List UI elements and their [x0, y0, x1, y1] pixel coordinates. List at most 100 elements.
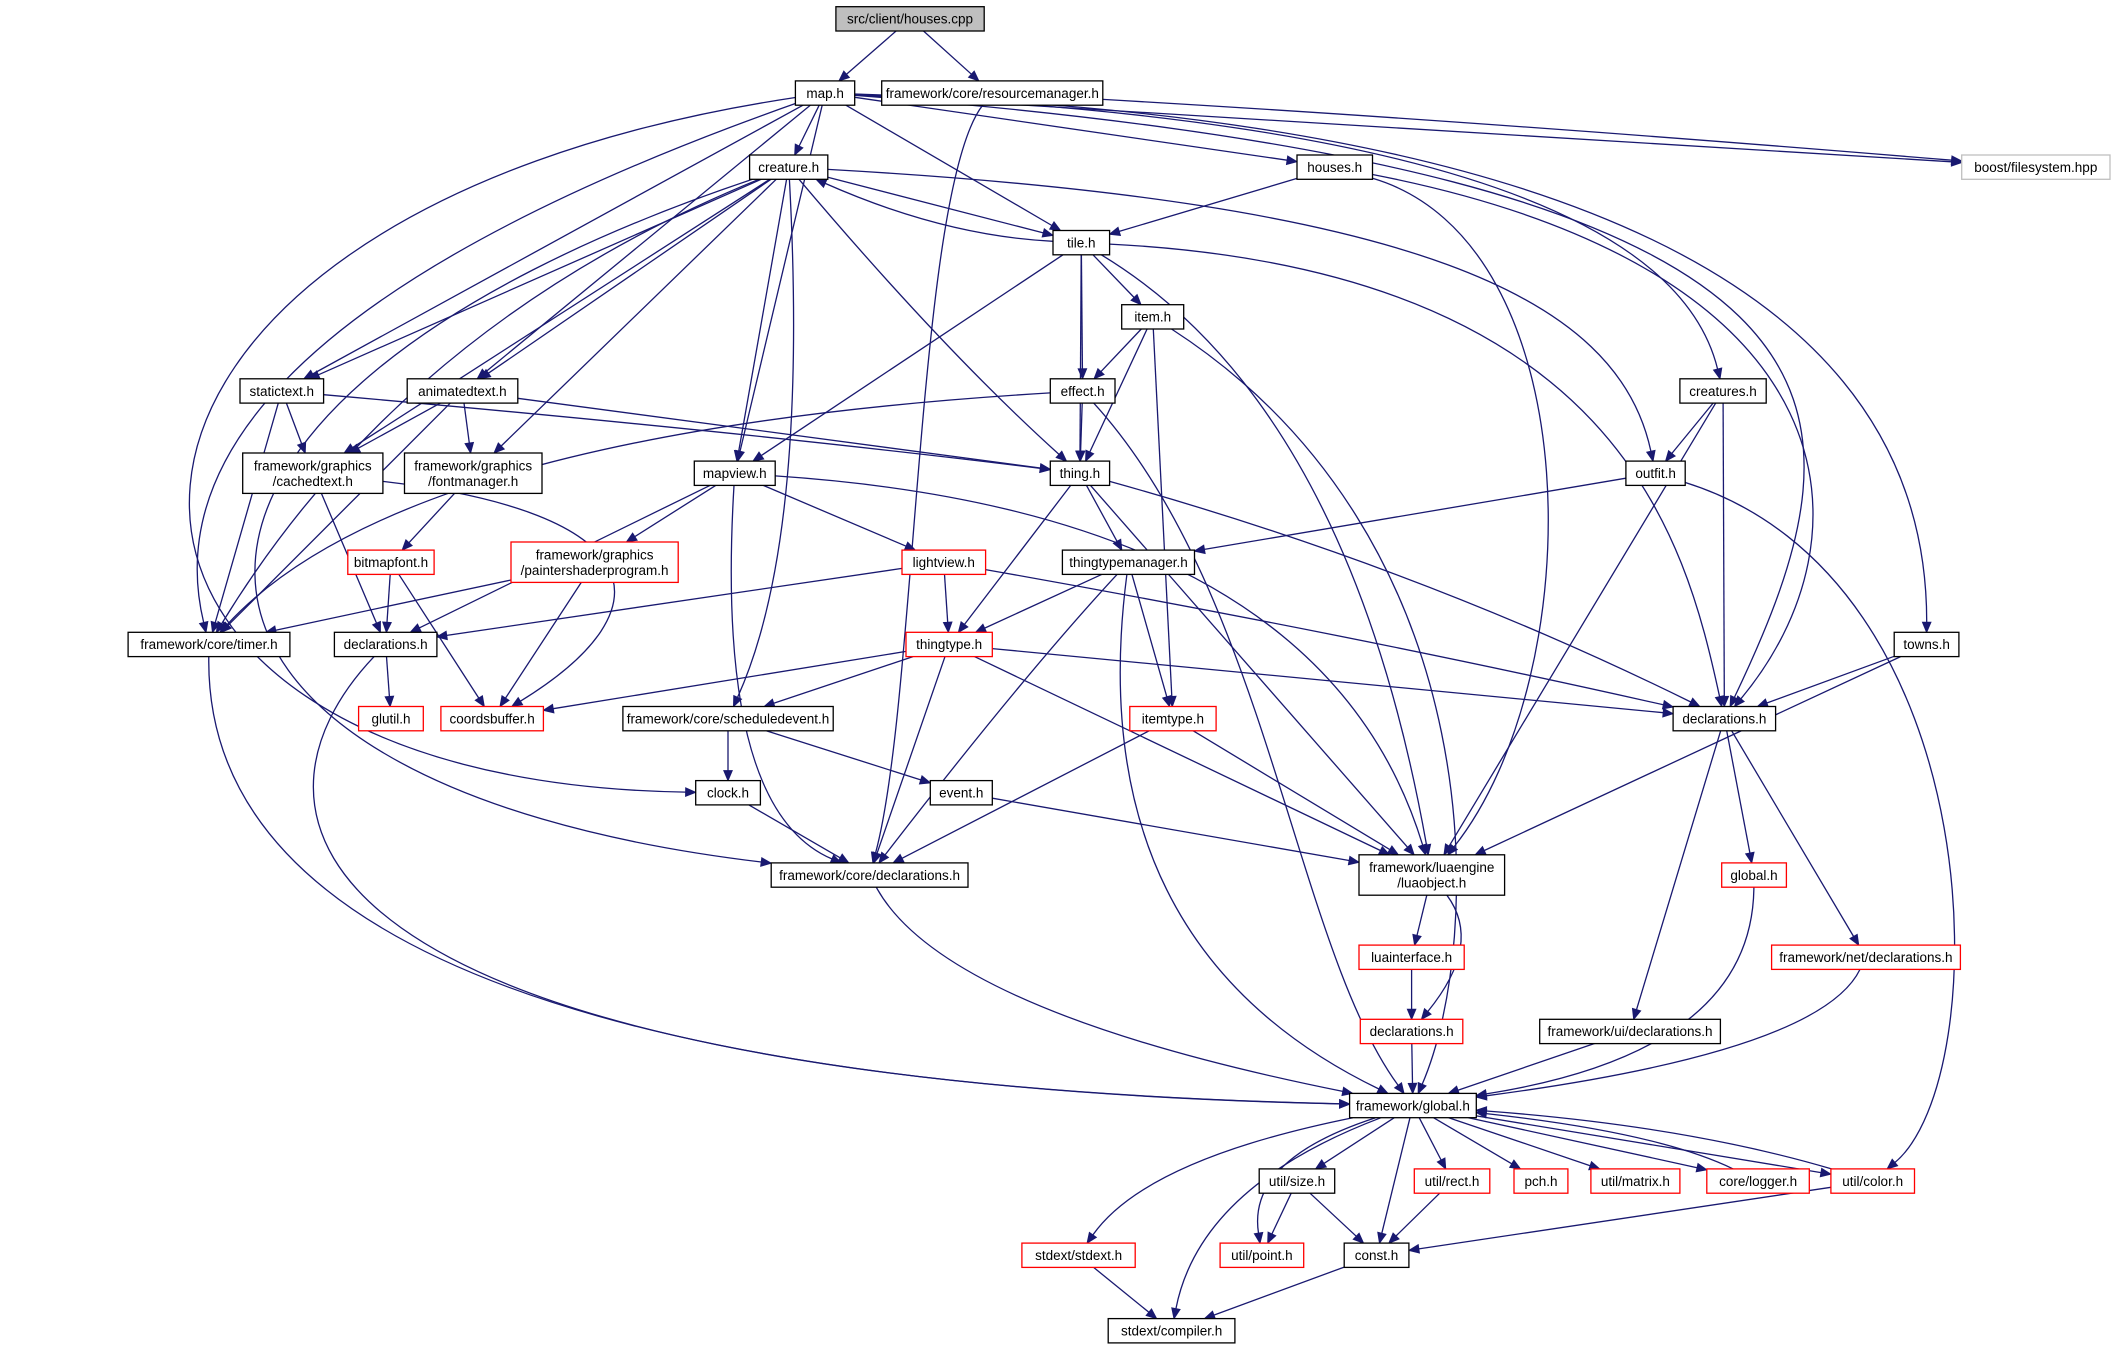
node-declarations-a[interactable]: declarations.h [333, 631, 438, 658]
edge-tile_h-to-effect_h [1077, 254, 1088, 381]
edge-line [1726, 730, 1751, 854]
node-compiler-h[interactable]: stdext/compiler.h [1107, 1317, 1236, 1344]
node-label: animatedtext.h [418, 384, 507, 399]
node-creatures-h[interactable]: creatures.h [1679, 378, 1767, 404]
arrowhead-icon [1377, 1231, 1387, 1245]
node-size-h[interactable]: util/size.h [1258, 1168, 1336, 1194]
node-label: framework/ui/declarations.h [1547, 1024, 1712, 1039]
node-timer-h[interactable]: framework/core/timer.h [127, 631, 291, 658]
node-label: effect.h [1061, 384, 1105, 399]
node-thingtypemanager-h[interactable]: thingtypemanager.h [1061, 549, 1196, 576]
node-resourcemanager-h[interactable]: framework/core/resourcemanager.h [881, 80, 1104, 106]
node-effect-h[interactable]: effect.h [1049, 378, 1116, 404]
edge-towns_h-to-luaobject_h [1474, 656, 1901, 856]
node-item-h[interactable]: item.h [1121, 304, 1185, 330]
edge-houses_cpp-to-map_h [838, 30, 897, 82]
node-map-h[interactable]: map.h [794, 80, 856, 106]
node-box [881, 80, 1104, 106]
node-box [1513, 1168, 1569, 1194]
node-bitmapfont-h[interactable]: bitmapfont.h [347, 549, 435, 576]
node-tile-h[interactable]: tile.h [1052, 229, 1111, 256]
arrowhead-icon [409, 623, 422, 633]
arrowhead-icon [1407, 1082, 1418, 1095]
edge-outfit_h-to-thingtypemanager_h [1193, 477, 1627, 555]
node-declarations-b[interactable]: declarations.h [1672, 705, 1777, 732]
edge-thingtype_h-to-coordsbuffer_h [542, 650, 907, 714]
edge-line [730, 485, 833, 860]
node-matrix-h[interactable]: util/matrix.h [1590, 1168, 1681, 1194]
edge-line [323, 394, 1041, 469]
edge-line [221, 178, 760, 625]
edge-line [312, 656, 1340, 1105]
node-point-h[interactable]: util/point.h [1219, 1242, 1305, 1269]
node-lightview-h[interactable]: lightview.h [901, 549, 987, 576]
node-creature-h[interactable]: creature.h [748, 154, 829, 180]
node-thing-h[interactable]: thing.h [1049, 460, 1111, 487]
node-label: framework/graphics [254, 458, 372, 473]
node-cachedtext-h[interactable]: framework/graphics/cachedtext.h [242, 452, 384, 495]
node-declarations-c[interactable]: declarations.h [1359, 1018, 1464, 1045]
node-luainterface-h[interactable]: luainterface.h [1358, 944, 1465, 971]
node-clock-h[interactable]: clock.h [695, 779, 762, 806]
node-global-h[interactable]: global.h [1721, 862, 1788, 888]
node-statictext-h[interactable]: statictext.h [239, 378, 325, 404]
edge-line [901, 730, 1150, 859]
arrowhead-icon [794, 143, 804, 157]
node-rect-h[interactable]: util/rect.h [1413, 1168, 1491, 1194]
node-label: global.h [1730, 868, 1777, 883]
node-box [1625, 460, 1686, 487]
node-pch-h[interactable]: pch.h [1513, 1168, 1569, 1194]
node-fw-global-h[interactable]: framework/global.h [1348, 1092, 1477, 1119]
node-outfit-h[interactable]: outfit.h [1625, 460, 1686, 487]
edge-line [854, 94, 1805, 698]
node-luaobject-h[interactable]: framework/luaengine/luaobject.h [1358, 854, 1506, 896]
node-const-h[interactable]: const.h [1343, 1242, 1410, 1269]
node-ui-declarations-h[interactable]: framework/ui/declarations.h [1539, 1018, 1722, 1045]
node-box [1679, 378, 1767, 404]
edge-effect_h-to-timer_h [219, 392, 1051, 634]
edge-ui_declarations_h-to-fw_global_h [1447, 1042, 1595, 1095]
edge-line [1152, 328, 1173, 697]
node-logger-h[interactable]: core/logger.h [1706, 1168, 1810, 1194]
node-box [1049, 460, 1111, 487]
node-coordsbuffer-h[interactable]: coordsbuffer.h [440, 705, 545, 732]
edge-animatedtext_h-to-fontmanager_h [463, 403, 475, 455]
edge-cachedtext_h-to-coordsbuffer_h [382, 480, 615, 708]
edge-line [386, 574, 391, 623]
node-towns-h[interactable]: towns.h [1893, 631, 1960, 658]
node-fontmanager-h[interactable]: framework/graphics/fontmanager.h [403, 452, 543, 495]
edge-line [446, 567, 903, 637]
node-animatedtext-h[interactable]: animatedtext.h [406, 378, 519, 404]
node-paintershader-h[interactable]: framework/graphics/paintershaderprogram.… [510, 541, 679, 584]
edge-line [1486, 887, 1755, 1095]
node-scheduledevent-h[interactable]: framework/core/scheduledevent.h [622, 705, 834, 732]
arrowhead-icon [903, 541, 917, 551]
node-label: lightview.h [913, 555, 975, 570]
node-mapview-h[interactable]: mapview.h [693, 460, 776, 487]
node-net-declarations-h[interactable]: framework/net/declarations.h [1770, 944, 1962, 971]
node-glutil-h[interactable]: glutil.h [357, 705, 424, 732]
edge-line [798, 104, 820, 147]
edge-line [1457, 1042, 1595, 1091]
node-itemtype-h[interactable]: itemtype.h [1129, 705, 1217, 732]
node-core-declarations-h[interactable]: framework/core/declarations.h [770, 862, 969, 888]
node-box [1107, 1317, 1236, 1344]
node-houses-h[interactable]: houses.h [1296, 154, 1374, 180]
node-thingtype-h[interactable]: thingtype.h [905, 631, 993, 658]
node-event-h[interactable]: event.h [929, 779, 993, 806]
arrowhead-icon [1631, 1007, 1642, 1021]
edge-line [1468, 1117, 1698, 1169]
arrowhead-icon [760, 856, 773, 867]
node-boost-fs[interactable]: boost/filesystem.hpp [1961, 154, 2111, 180]
edge-clock_h-to-core_declarations_h [748, 804, 850, 864]
node-stdext-h[interactable]: stdext/stdext.h [1021, 1242, 1136, 1269]
edge-line [1109, 243, 1721, 697]
edge-line [1731, 730, 1855, 937]
edge-thingtypemanager_h-to-core_declarations_h [878, 573, 1118, 864]
edge-towns_h-to-declarations_b [1756, 655, 1895, 708]
node-box [403, 452, 543, 495]
edge-fontmanager_h-to-bitmapfont_h [401, 492, 455, 552]
edge-line [1119, 574, 1380, 1090]
node-color-h[interactable]: util/color.h [1830, 1168, 1916, 1194]
